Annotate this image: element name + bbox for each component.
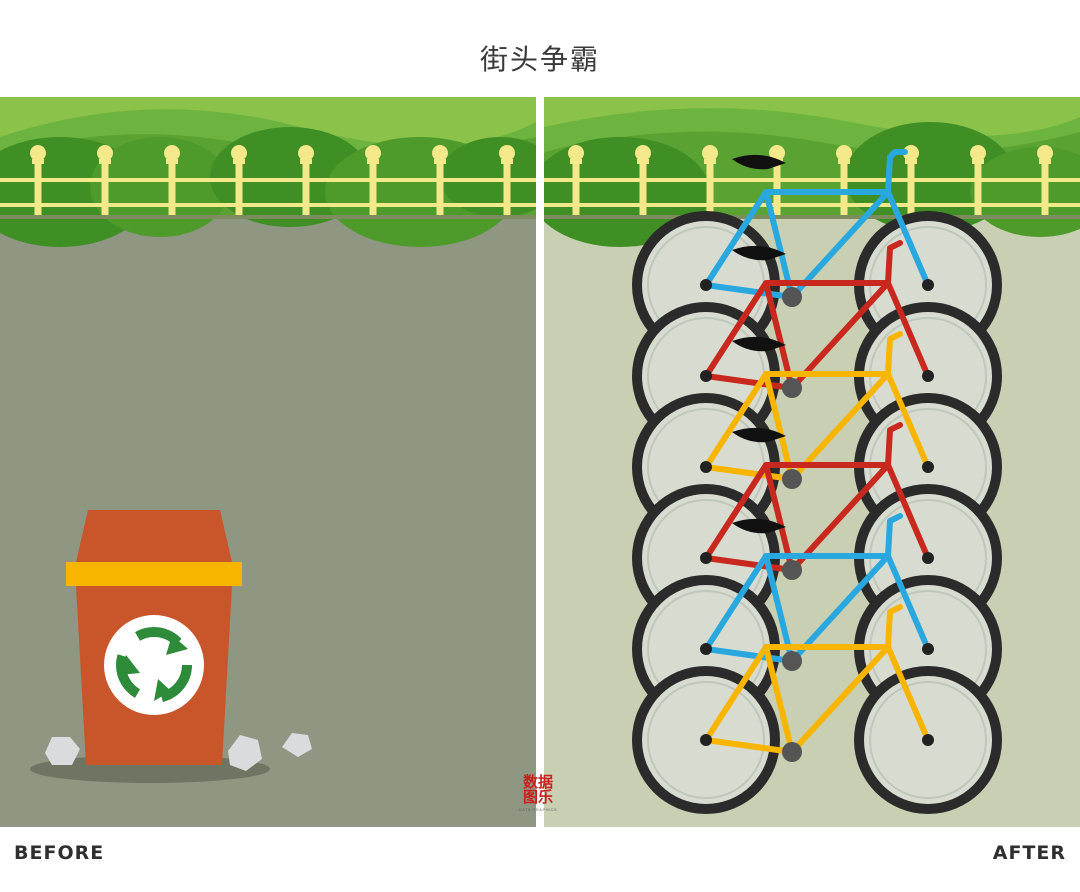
- watermark-logo: 数据图乐 DATA GRAPHICS: [516, 775, 560, 827]
- bicycle-blue: [631, 513, 1003, 724]
- watermark-subtext: DATA GRAPHICS: [518, 807, 558, 812]
- bicycle-yellow: [631, 331, 1003, 542]
- recycle-icon: [116, 627, 192, 703]
- page-title: 街头争霸: [479, 43, 600, 76]
- bicycle-yellow: [631, 604, 1003, 815]
- comparison-illustration: [0, 97, 1080, 827]
- after-label: AFTER: [992, 842, 1066, 864]
- bicycle-blue: [631, 149, 1003, 360]
- bicycle-red: [631, 240, 1003, 451]
- after-panel: [544, 97, 1080, 827]
- trash-bin-icon: [66, 510, 242, 765]
- bicycle-red: [631, 422, 1003, 633]
- watermark-text: 数据图乐: [522, 773, 553, 806]
- fence-left: [0, 145, 536, 218]
- fence-right: [544, 145, 1080, 218]
- before-label: BEFORE: [14, 842, 105, 864]
- litter-stones: [45, 733, 312, 771]
- before-panel: [0, 97, 536, 827]
